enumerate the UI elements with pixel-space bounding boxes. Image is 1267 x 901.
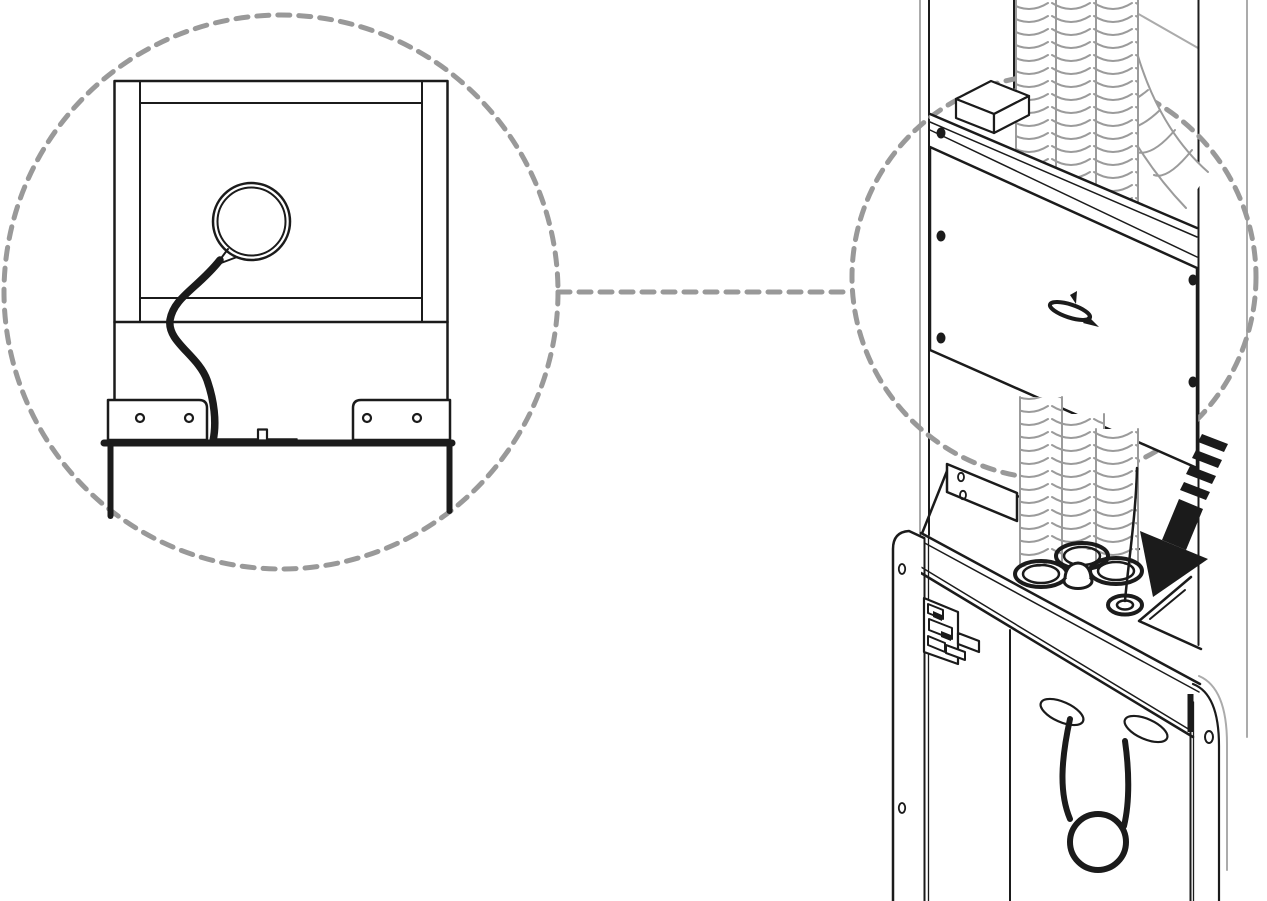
box-side-face bbox=[992, 94, 1031, 135]
grommet-inner bbox=[1096, 560, 1136, 582]
panel-window-frame bbox=[113, 79, 449, 443]
door-latch-hardware bbox=[922, 596, 981, 666]
lower-cabinet bbox=[891, 396, 1221, 901]
screw bbox=[936, 230, 946, 242]
cable-ring-inner bbox=[216, 186, 287, 257]
arrow-stripe bbox=[1186, 466, 1216, 484]
grommet-inner bbox=[1021, 563, 1061, 585]
front-rail-face bbox=[921, 533, 1200, 737]
arrow-stripe bbox=[1198, 434, 1228, 452]
wall-top-edge bbox=[1127, 7, 1199, 49]
cable-ring-outer bbox=[211, 181, 292, 262]
base-rail bbox=[100, 428, 456, 519]
top-rail-line bbox=[929, 121, 1198, 238]
ring-fork-line bbox=[220, 256, 238, 264]
deck-notch-edge bbox=[1137, 575, 1203, 651]
arrow-stripe bbox=[1180, 482, 1210, 500]
rail-slot bbox=[1123, 714, 1169, 744]
deck-notch-edge-inner bbox=[1149, 589, 1186, 620]
bracket-hole bbox=[959, 489, 967, 501]
access-panel-assembly bbox=[928, 79, 1199, 470]
side-panel-edge bbox=[1198, 675, 1228, 871]
upper-conduits bbox=[1015, 0, 1209, 233]
bracket-hole bbox=[957, 471, 965, 483]
conduit-edges bbox=[1095, 428, 1139, 566]
panel-hole bbox=[1204, 730, 1214, 744]
wing-latch bbox=[1047, 291, 1099, 327]
tower-wall-edges-gray bbox=[919, 0, 1248, 871]
latch-tip bbox=[1083, 316, 1099, 327]
screw bbox=[1188, 376, 1198, 388]
front-rail-line bbox=[920, 540, 1200, 693]
detail-view bbox=[1, 12, 561, 572]
panel-hole bbox=[897, 563, 907, 575]
panel-hole bbox=[897, 802, 907, 814]
cable-ring-assembly bbox=[166, 181, 292, 445]
arrow-stripe bbox=[1192, 450, 1222, 468]
cable-loop bbox=[1067, 811, 1129, 873]
screw bbox=[936, 127, 946, 139]
bracket-left bbox=[106, 398, 209, 442]
latch-detail bbox=[941, 631, 951, 641]
bracket-hole bbox=[134, 412, 146, 424]
top-rail-line bbox=[928, 112, 1199, 230]
bracket-hole bbox=[411, 412, 423, 424]
screw bbox=[936, 332, 946, 344]
bracket-right bbox=[351, 398, 452, 442]
latch-body bbox=[1047, 300, 1093, 322]
latch-detail bbox=[933, 611, 942, 621]
mounting-brackets bbox=[106, 398, 452, 442]
side-panel-corner bbox=[1191, 682, 1221, 901]
arrow-head bbox=[1140, 531, 1208, 597]
arrow-shaft bbox=[1162, 499, 1203, 550]
front-rail-line bbox=[920, 566, 1191, 731]
detail-cable bbox=[166, 256, 224, 445]
top-rail-face bbox=[930, 114, 1197, 268]
top-rail-line bbox=[929, 129, 1198, 258]
cable-strand bbox=[1121, 738, 1132, 829]
tower-view bbox=[849, 0, 1259, 901]
lower-conduits bbox=[1019, 396, 1139, 568]
front-rail-line bbox=[919, 531, 1202, 686]
insert-arrow bbox=[1140, 434, 1228, 597]
latch-tip bbox=[1070, 291, 1077, 304]
panel-screws bbox=[936, 127, 1198, 388]
hanging-cable bbox=[1059, 716, 1132, 873]
front-rail-line bbox=[919, 571, 1195, 739]
rail-bracket-box bbox=[954, 79, 1031, 135]
screw bbox=[1188, 274, 1198, 286]
bracket-hole bbox=[361, 412, 373, 424]
thin-cable-entering bbox=[1123, 466, 1139, 603]
rail-slot bbox=[1039, 697, 1085, 727]
cable-strand bbox=[1059, 716, 1073, 822]
left-side-panel bbox=[891, 529, 926, 901]
center-tab bbox=[256, 428, 269, 442]
bracket-hole bbox=[183, 412, 195, 424]
deck-left-edge bbox=[919, 464, 951, 538]
latch-arm bbox=[956, 631, 981, 654]
latch-part bbox=[945, 644, 966, 661]
conduit-lower-1 bbox=[1019, 396, 1063, 568]
conduit-ribs bbox=[1020, 397, 1062, 567]
dome-grommet-cap bbox=[1063, 561, 1093, 580]
